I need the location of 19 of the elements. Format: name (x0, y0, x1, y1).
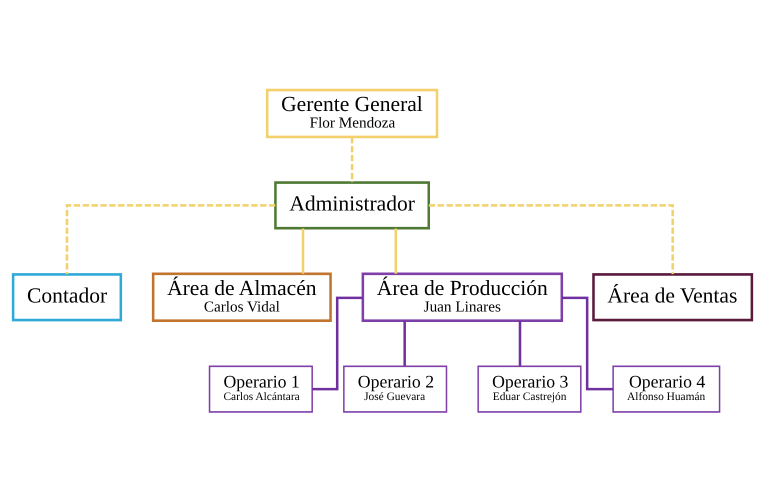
connector (312, 296, 363, 390)
node-box: Operario 3 Eduar Castrejón (477, 366, 582, 413)
connector (518, 320, 522, 366)
node-box: Administrador (274, 181, 430, 230)
connector (394, 228, 398, 274)
node-box: Contador (12, 273, 122, 322)
connector (403, 320, 406, 366)
connector (66, 204, 276, 274)
node-box: Área de Ventas (592, 273, 754, 322)
node-box: Área de Producción Juan Linares (362, 272, 564, 322)
node-box: Operario 2 José Guevara (343, 366, 448, 413)
node-box: Área de Almacén Carlos Vidal (152, 272, 332, 322)
node-box: Operario 1 Carlos Alcántara (208, 366, 313, 413)
node-box: Gerente General Flor Mendoza (266, 88, 438, 138)
node-box: Operario 4 Alfonso Huamán (612, 366, 720, 413)
connector (302, 228, 304, 274)
connector (428, 204, 674, 274)
connector (350, 137, 354, 182)
connector (562, 296, 614, 390)
